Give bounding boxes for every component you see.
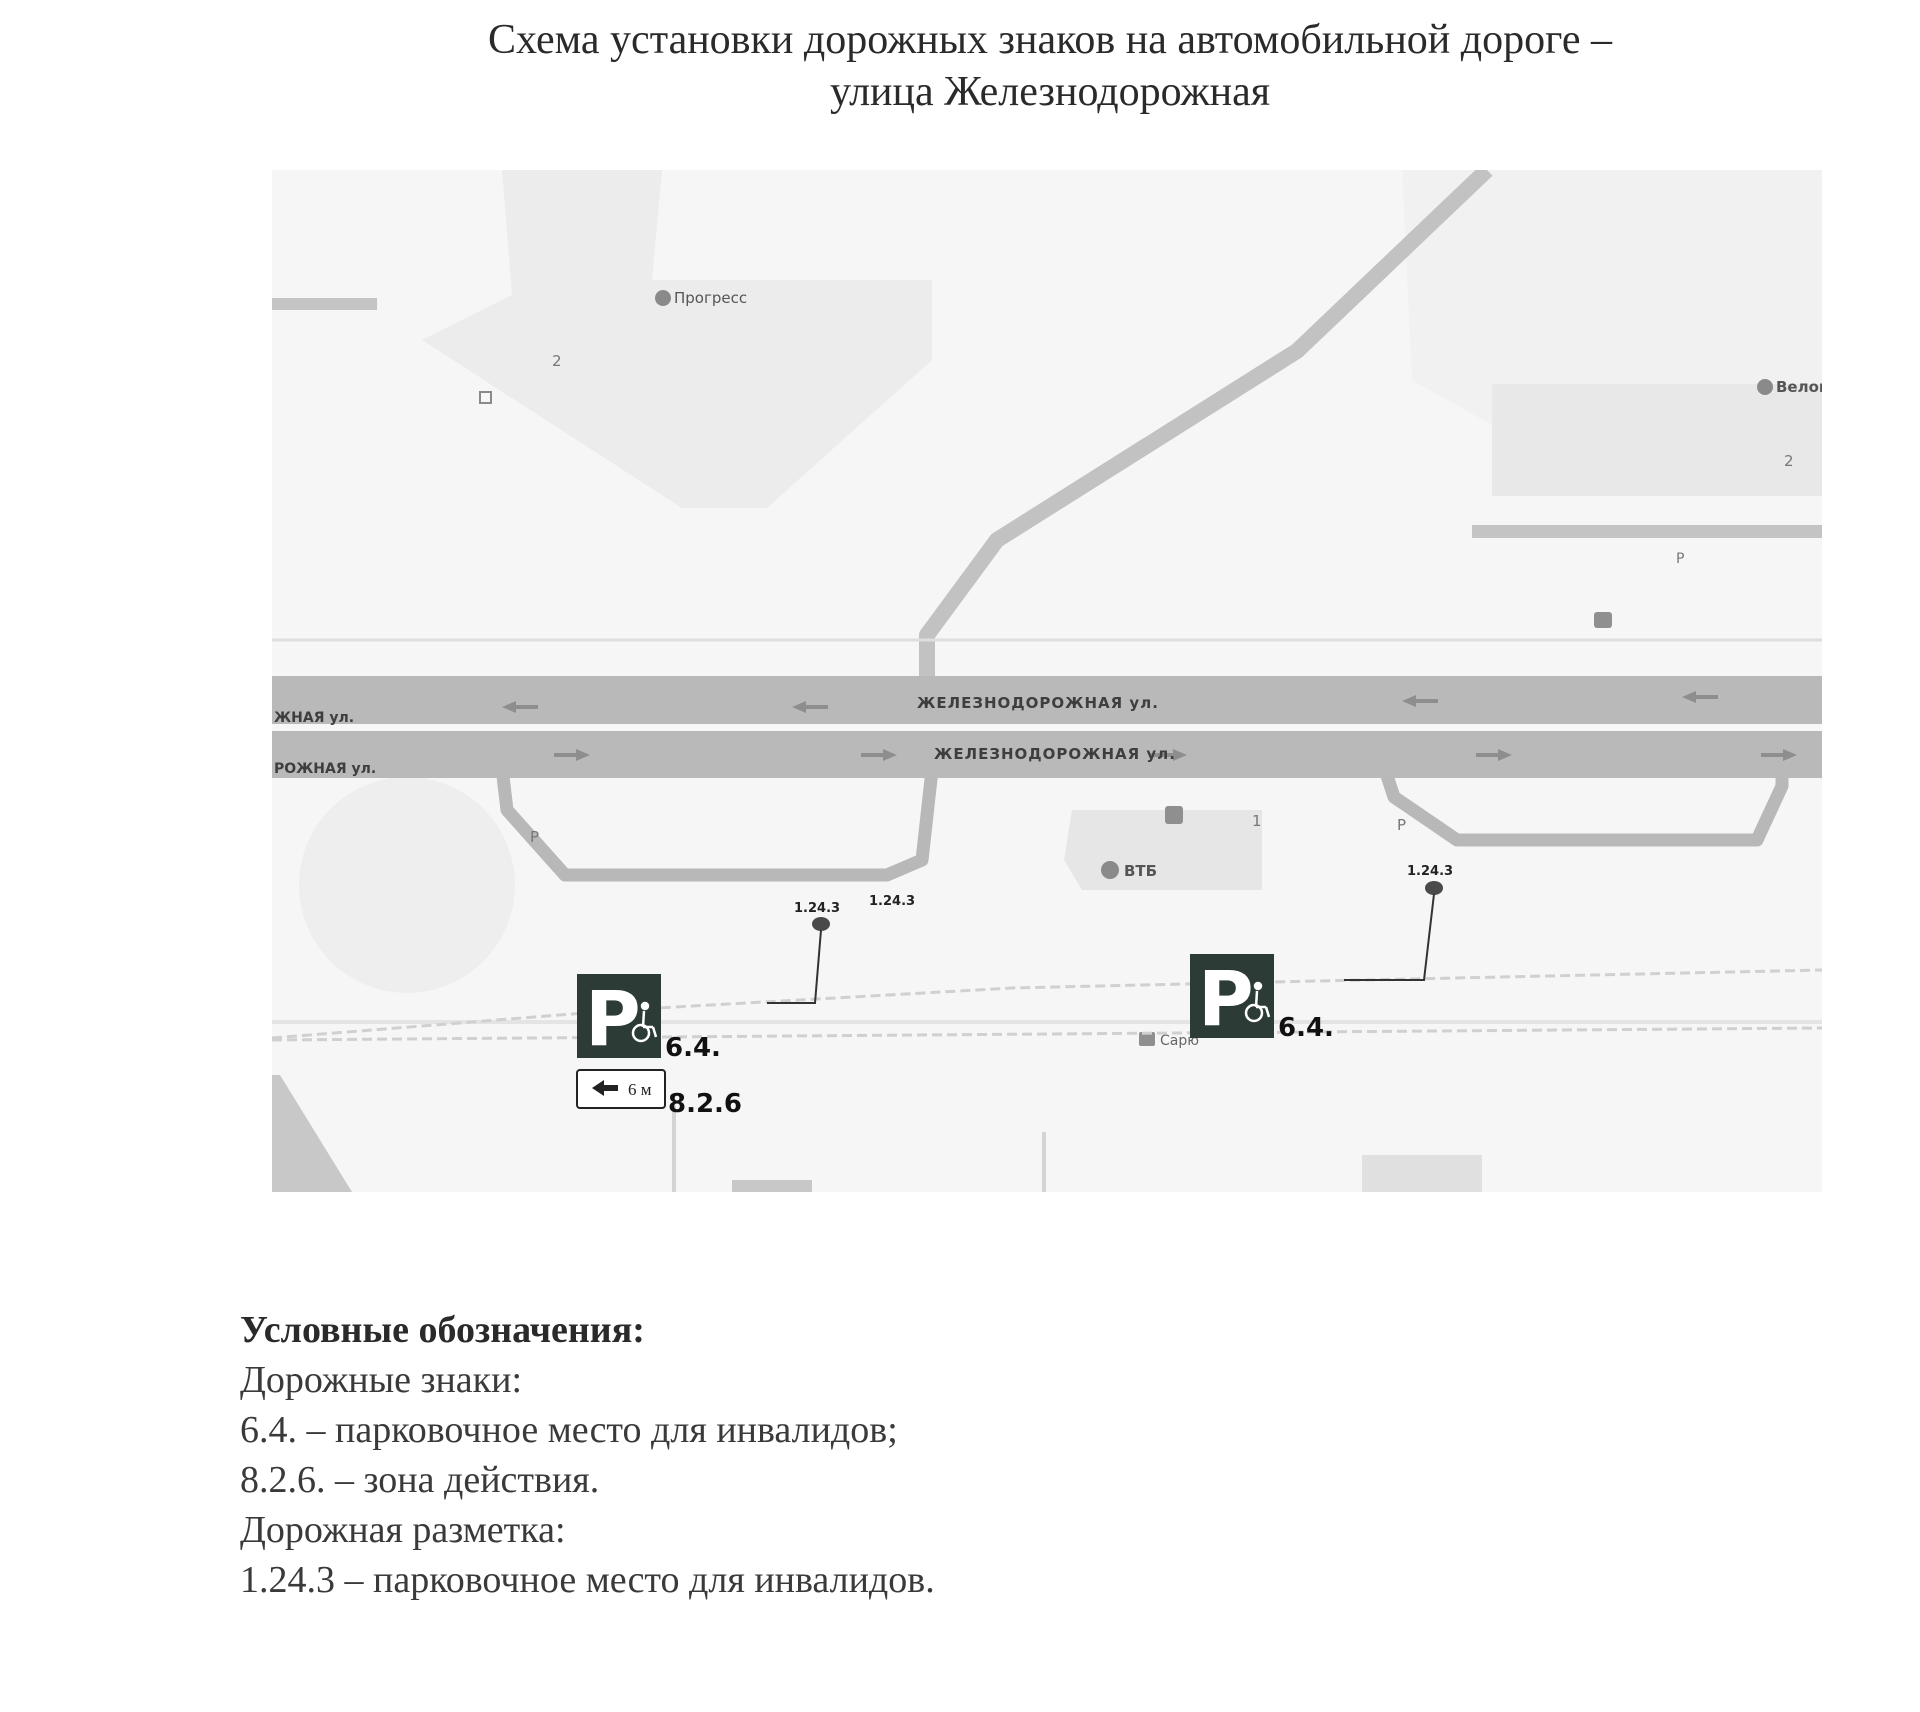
- building-velo: [1492, 384, 1822, 496]
- poi-cafe-label: Сарю: [1160, 1033, 1199, 1049]
- road-scheme-map: ЖЕЛЕЗНОДОРОЖНАЯ ул. ЖЕЛЕЗНОДОРОЖНАЯ ул. …: [272, 170, 1822, 1192]
- legend-marking-heading: Дорожная разметка:: [240, 1509, 566, 1551]
- sign-64-left-code: 6.4.: [665, 1033, 721, 1063]
- street-name-left-bottom: РОЖНАЯ ул.: [274, 761, 376, 777]
- building-progress: [422, 170, 932, 508]
- bank-icon: [1165, 806, 1183, 824]
- curb-line-lower: [272, 1026, 1822, 1042]
- traffic-arrows: [502, 691, 1797, 761]
- divider-line-1: [672, 1106, 676, 1192]
- street-name-top: ЖЕЛЕЗНОДОРОЖНАЯ ул.: [917, 694, 1159, 712]
- legend-item-826: 8.2.6. – зона действия.: [240, 1459, 600, 1501]
- street-name-left-top: ЖНАЯ ул.: [274, 710, 354, 726]
- parking-p-right: P: [1397, 816, 1406, 834]
- sign-826-code: 8.2.6: [668, 1089, 742, 1119]
- sign-64-right-code: 6.4.: [1278, 1013, 1334, 1043]
- building-vtb: [1064, 810, 1262, 890]
- marking-left-b-label: 1.24.3: [869, 894, 915, 909]
- road-diagonal: [919, 170, 1493, 690]
- legend-item-64: 6.4. – парковочное место для инвалидов;: [240, 1409, 898, 1451]
- parking-p-top: P: [1676, 551, 1684, 567]
- poi-velo-label: Велоц: [1776, 378, 1822, 396]
- street-lane-bottom: [272, 730, 1822, 778]
- house-number-1: 1: [1252, 812, 1262, 830]
- bicycle-shop-icon: [1757, 379, 1773, 395]
- building-velo-outline: [1402, 170, 1822, 425]
- sign-right-letter: P: [1198, 954, 1254, 1043]
- legend-heading: Условные обозначения:: [240, 1309, 645, 1351]
- sign-826-plate-text: 6 м: [628, 1080, 652, 1099]
- parking-p-left: P: [530, 828, 539, 846]
- legend-signs-heading: Дорожные знаки:: [240, 1359, 523, 1401]
- round-plaza: [299, 777, 515, 993]
- road-top-right: [1472, 525, 1822, 538]
- entrance-icon: [479, 391, 492, 404]
- road-top-left: [272, 298, 377, 310]
- marking-left-a-label: 1.24.3: [794, 901, 840, 916]
- arrow-left-icon: [592, 1080, 618, 1096]
- sign-826-plate: 6 м: [576, 1069, 666, 1109]
- bus-stop-icon: [1594, 612, 1612, 628]
- building-bottom: [1362, 1155, 1482, 1192]
- sign-parking-disabled-right: P: [1190, 954, 1274, 1043]
- curb-line-upper: [272, 968, 1822, 1040]
- sign-parking-disabled-left: P: [577, 974, 661, 1063]
- street-median: [272, 724, 1822, 731]
- vtb-icon: [1101, 861, 1119, 879]
- title-line-2: улица Железнодорожная: [829, 69, 1271, 115]
- poi-progress-label: Прогресс: [674, 289, 747, 307]
- sign-left-letter: P: [585, 974, 641, 1063]
- parking-loop-left: [490, 725, 939, 882]
- cafe-icon: [1139, 1032, 1155, 1046]
- road-bottom-left: [272, 1075, 352, 1192]
- street-lane-top: [272, 676, 1822, 726]
- house-number-2-right: 2: [1784, 452, 1794, 470]
- sidewalk-edge: [272, 1020, 1822, 1024]
- poi-vtb-label: ВТБ: [1124, 862, 1157, 880]
- house-number-2-left: 2: [552, 352, 562, 370]
- street-name-bottom: ЖЕЛЕЗНОДОРОЖНАЯ ул.: [934, 745, 1176, 763]
- marking-1243-left: [767, 917, 830, 1004]
- theater-icon: [655, 290, 671, 306]
- wheelchair-icon: [631, 1001, 658, 1043]
- road-bottom-stub: [732, 1180, 812, 1192]
- legend-item-1243: 1.24.3 – парковочное место для инвалидов…: [240, 1559, 935, 1601]
- marking-1243-right: [1344, 881, 1443, 981]
- divider-line-2: [1042, 1132, 1046, 1192]
- wheelchair-icon: [1244, 981, 1271, 1023]
- marking-right-label: 1.24.3: [1407, 864, 1453, 879]
- title-line-1: Схема установки дорожных знаков на автом…: [488, 17, 1612, 63]
